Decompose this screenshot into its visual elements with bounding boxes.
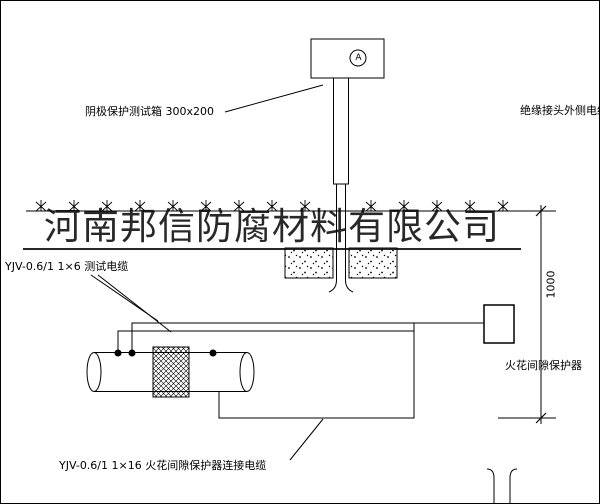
conduit-upper <box>333 77 349 185</box>
test-box-outline <box>310 38 385 79</box>
label-test-box: 阴极保护测试箱 300x200 <box>85 105 214 118</box>
label-connect-cable: YJV-0.6/1 1×16 火花间隙保护器连接电缆 <box>59 459 267 472</box>
buried-cable-right <box>345 211 354 293</box>
dimension-1000: 1000 <box>544 270 558 299</box>
leader-test-box <box>224 84 324 113</box>
pipe-right-end <box>239 352 255 392</box>
label-test-cable: YJV-0.6/1 1×6 测试电缆 <box>5 260 129 273</box>
spark-gap-protector-box <box>483 304 515 344</box>
leader-connect-cable <box>289 418 324 461</box>
ammeter-letter: A <box>355 53 362 63</box>
insulating-joint-hatch <box>152 346 190 398</box>
leader-test-cable-2 <box>97 274 172 333</box>
wire-lower <box>117 330 414 353</box>
ammeter-circle-icon <box>349 49 367 67</box>
wire-protector-loop <box>218 323 415 419</box>
buried-cable-left <box>328 211 337 293</box>
concrete-block-left <box>284 247 334 279</box>
concrete-block-right <box>348 247 398 279</box>
company-watermark: 河南邦信防腐材料有限公司 <box>23 206 521 250</box>
dim-tick-marks <box>535 205 547 424</box>
pipe-connection-dot <box>209 349 217 357</box>
label-outer-cable: 绝缘接头外侧电缆 <box>520 104 600 117</box>
wire-upper <box>131 322 484 353</box>
label-spark-protector: 火花间隙保护器 <box>505 359 582 372</box>
pipe-left-end <box>86 352 102 392</box>
detail-clip-symbol <box>486 468 518 503</box>
